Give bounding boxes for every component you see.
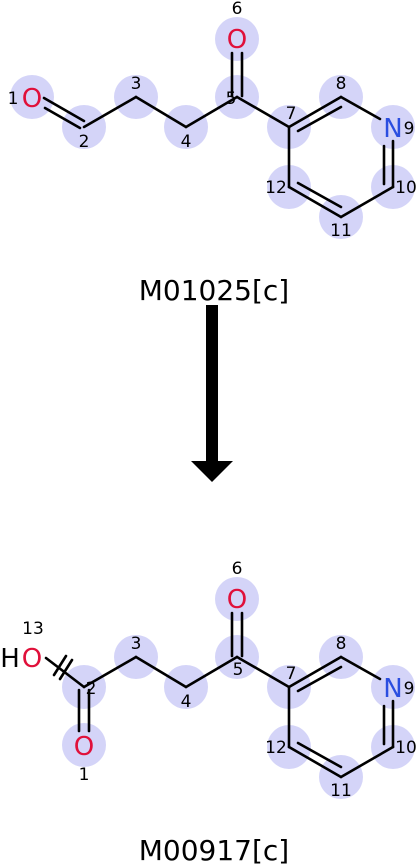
atom-highlight-9 (371, 665, 415, 709)
bond-10-11 (339, 745, 395, 779)
bond-11-12 (287, 745, 343, 779)
bond-5-7 (235, 95, 291, 129)
atom-index-5: 5 (226, 89, 237, 109)
atom-highlight-6 (215, 17, 259, 61)
atom-index-7: 7 (286, 664, 297, 684)
bond-8-9 (339, 655, 382, 681)
atom-index-9: 9 (404, 679, 415, 699)
atom-index-11: 11 (330, 221, 352, 241)
bond-cleavage-mark-b (58, 658, 74, 681)
atom-index-12: 12 (265, 738, 287, 758)
atom-highlight-9 (371, 105, 415, 149)
bond-7-8-inner (296, 665, 343, 693)
bond-7-8 (287, 655, 343, 689)
product-name: M00917[c] (139, 834, 289, 865)
atom-highlight-6 (215, 577, 259, 621)
atom-index-3: 3 (131, 74, 142, 94)
bond-11-12-inner (296, 181, 343, 209)
atom-index-2: 2 (86, 679, 97, 699)
atom-index-12: 12 (265, 178, 287, 198)
atom-index-10: 10 (395, 738, 417, 758)
atom-index-1: 1 (8, 89, 19, 109)
reactant-molecule: O O N 1 2 3 4 5 6 7 8 9 10 11 12 (8, 0, 417, 241)
bond-11-12 (287, 185, 343, 219)
atom-label-9: N (383, 114, 402, 144)
atom-index-4: 4 (181, 692, 192, 712)
atom-index-2: 2 (79, 132, 90, 152)
atom-highlight-1 (62, 723, 106, 767)
bond-cleavage-mark-a (52, 654, 68, 677)
atom-label-6: O (227, 585, 247, 615)
reactant-name: M01025[c] (139, 274, 289, 307)
atom-index-13: 13 (22, 619, 44, 639)
bond-7-8 (287, 95, 343, 129)
bond-7-8-inner (296, 105, 343, 133)
atom-index-8: 8 (336, 74, 347, 94)
atom-label-9: N (383, 674, 402, 704)
arrow-shaft (206, 305, 218, 463)
atom-index-4: 4 (181, 132, 192, 152)
atom-index-8: 8 (336, 634, 347, 654)
bond-2-3 (82, 95, 138, 129)
bond-8-9 (339, 95, 382, 121)
reaction-arrow (191, 305, 233, 482)
arrow-head (191, 461, 233, 482)
hydrogen-label: H (0, 644, 20, 674)
atom-label-1: O (74, 732, 94, 762)
bond-5-7 (235, 655, 291, 689)
bond-10-11 (339, 185, 395, 219)
atom-label-13: O (22, 644, 42, 674)
product-molecule: H O O O N 13 1 2 3 4 5 6 7 8 9 10 11 12 (0, 559, 417, 801)
atom-index-11: 11 (330, 781, 352, 801)
atom-index-7: 7 (286, 104, 297, 124)
bond-4-5 (184, 655, 239, 689)
bond-3-4 (134, 655, 188, 689)
bond-1-2-double (43, 106, 82, 130)
atom-highlight-1 (10, 75, 54, 119)
bond-1-2 (42, 96, 86, 123)
atom-index-10: 10 (395, 178, 417, 198)
bond-11-12-inner (296, 741, 343, 769)
atom-index-3: 3 (131, 634, 142, 654)
atom-label-6: O (227, 25, 247, 55)
atom-index-1: 1 (79, 765, 90, 785)
bond-4-5 (184, 95, 239, 129)
bond-3-4 (134, 95, 188, 129)
atom-label-1: O (22, 84, 42, 114)
bond-2-3 (82, 655, 138, 689)
atom-index-6: 6 (232, 559, 243, 579)
atom-index-5: 5 (233, 660, 244, 680)
atom-index-9: 9 (404, 119, 415, 139)
atom-index-6: 6 (232, 0, 243, 19)
